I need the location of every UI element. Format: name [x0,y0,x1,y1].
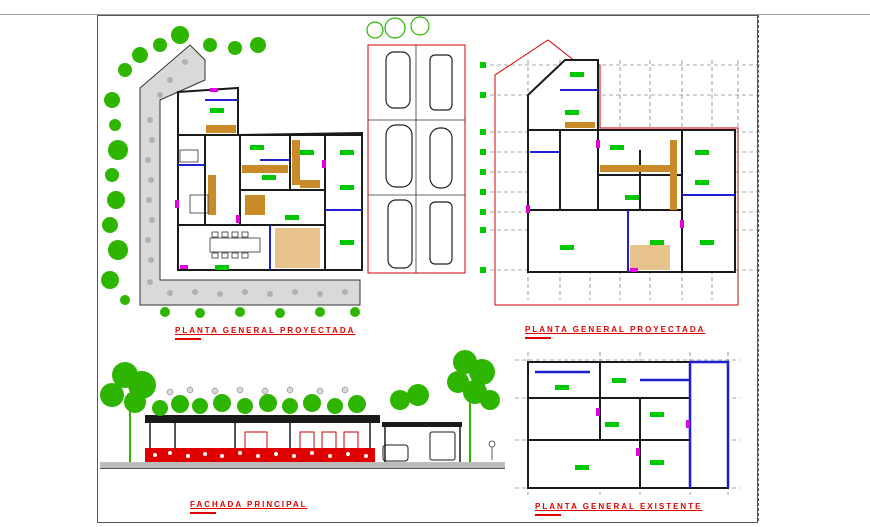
partition-walls [178,99,362,270]
partitions-dimensioned [530,89,735,272]
proposed-plan-with-landscape [101,26,363,318]
pergola-vegetation [152,394,366,416]
people-silhouettes [166,386,349,396]
title-proposed-plan-dimensioned: PLANTA GENERAL PROYECTADA [525,325,706,334]
dimensioned-plan [480,39,760,306]
title-proposed-plan: PLANTA GENERAL PROYECTADA [175,326,356,335]
interior-walls [178,134,362,270]
existing-room-tags [555,378,664,470]
title-underline-proposed-plan-dimensioned [525,337,551,339]
room-tags [210,108,354,270]
title-underline-proposed-plan [175,338,201,340]
flower-bed-pattern [153,451,368,458]
title-underline-main-facade [190,512,216,514]
title-underline-existing-plan [535,514,561,516]
stone-paving [139,44,361,306]
elevation-cars [382,431,456,462]
room-tags-dimensioned [560,72,714,250]
main-facade-elevation [100,350,505,469]
ground-plinth [100,462,505,468]
existing-door-markers [596,408,690,456]
garage-roof [382,422,462,427]
flower-bed [145,448,375,462]
garage-outline [367,44,466,274]
facade-left-tree [100,362,156,413]
dining-table [179,149,261,259]
car-outlines [385,51,453,269]
axis-bubbles [480,62,486,273]
garage-posts [384,427,461,462]
existing-walls [528,362,690,488]
furniture [206,125,320,268]
existing-house-outline [527,361,729,489]
furniture-dimensioned [565,122,677,270]
facade-right-trees [390,350,500,410]
door-markers-dimensioned [526,140,684,272]
garden-trees [101,26,360,318]
viewer-top-bar [0,0,870,15]
pergola-beam [145,415,380,423]
existing-plan [515,352,740,495]
door-markers [175,88,326,269]
stone-texture [145,59,348,297]
sheet-right-dashed-edge [758,15,759,521]
title-main-facade: FACHADA PRINCIPAL [190,500,308,509]
parking-block [366,16,466,274]
existing-partitions [535,360,730,488]
walls-dimensioned [528,129,683,272]
title-existing-plan: PLANTA GENERAL EXISTENTE [535,502,703,511]
human-figure [488,440,496,460]
